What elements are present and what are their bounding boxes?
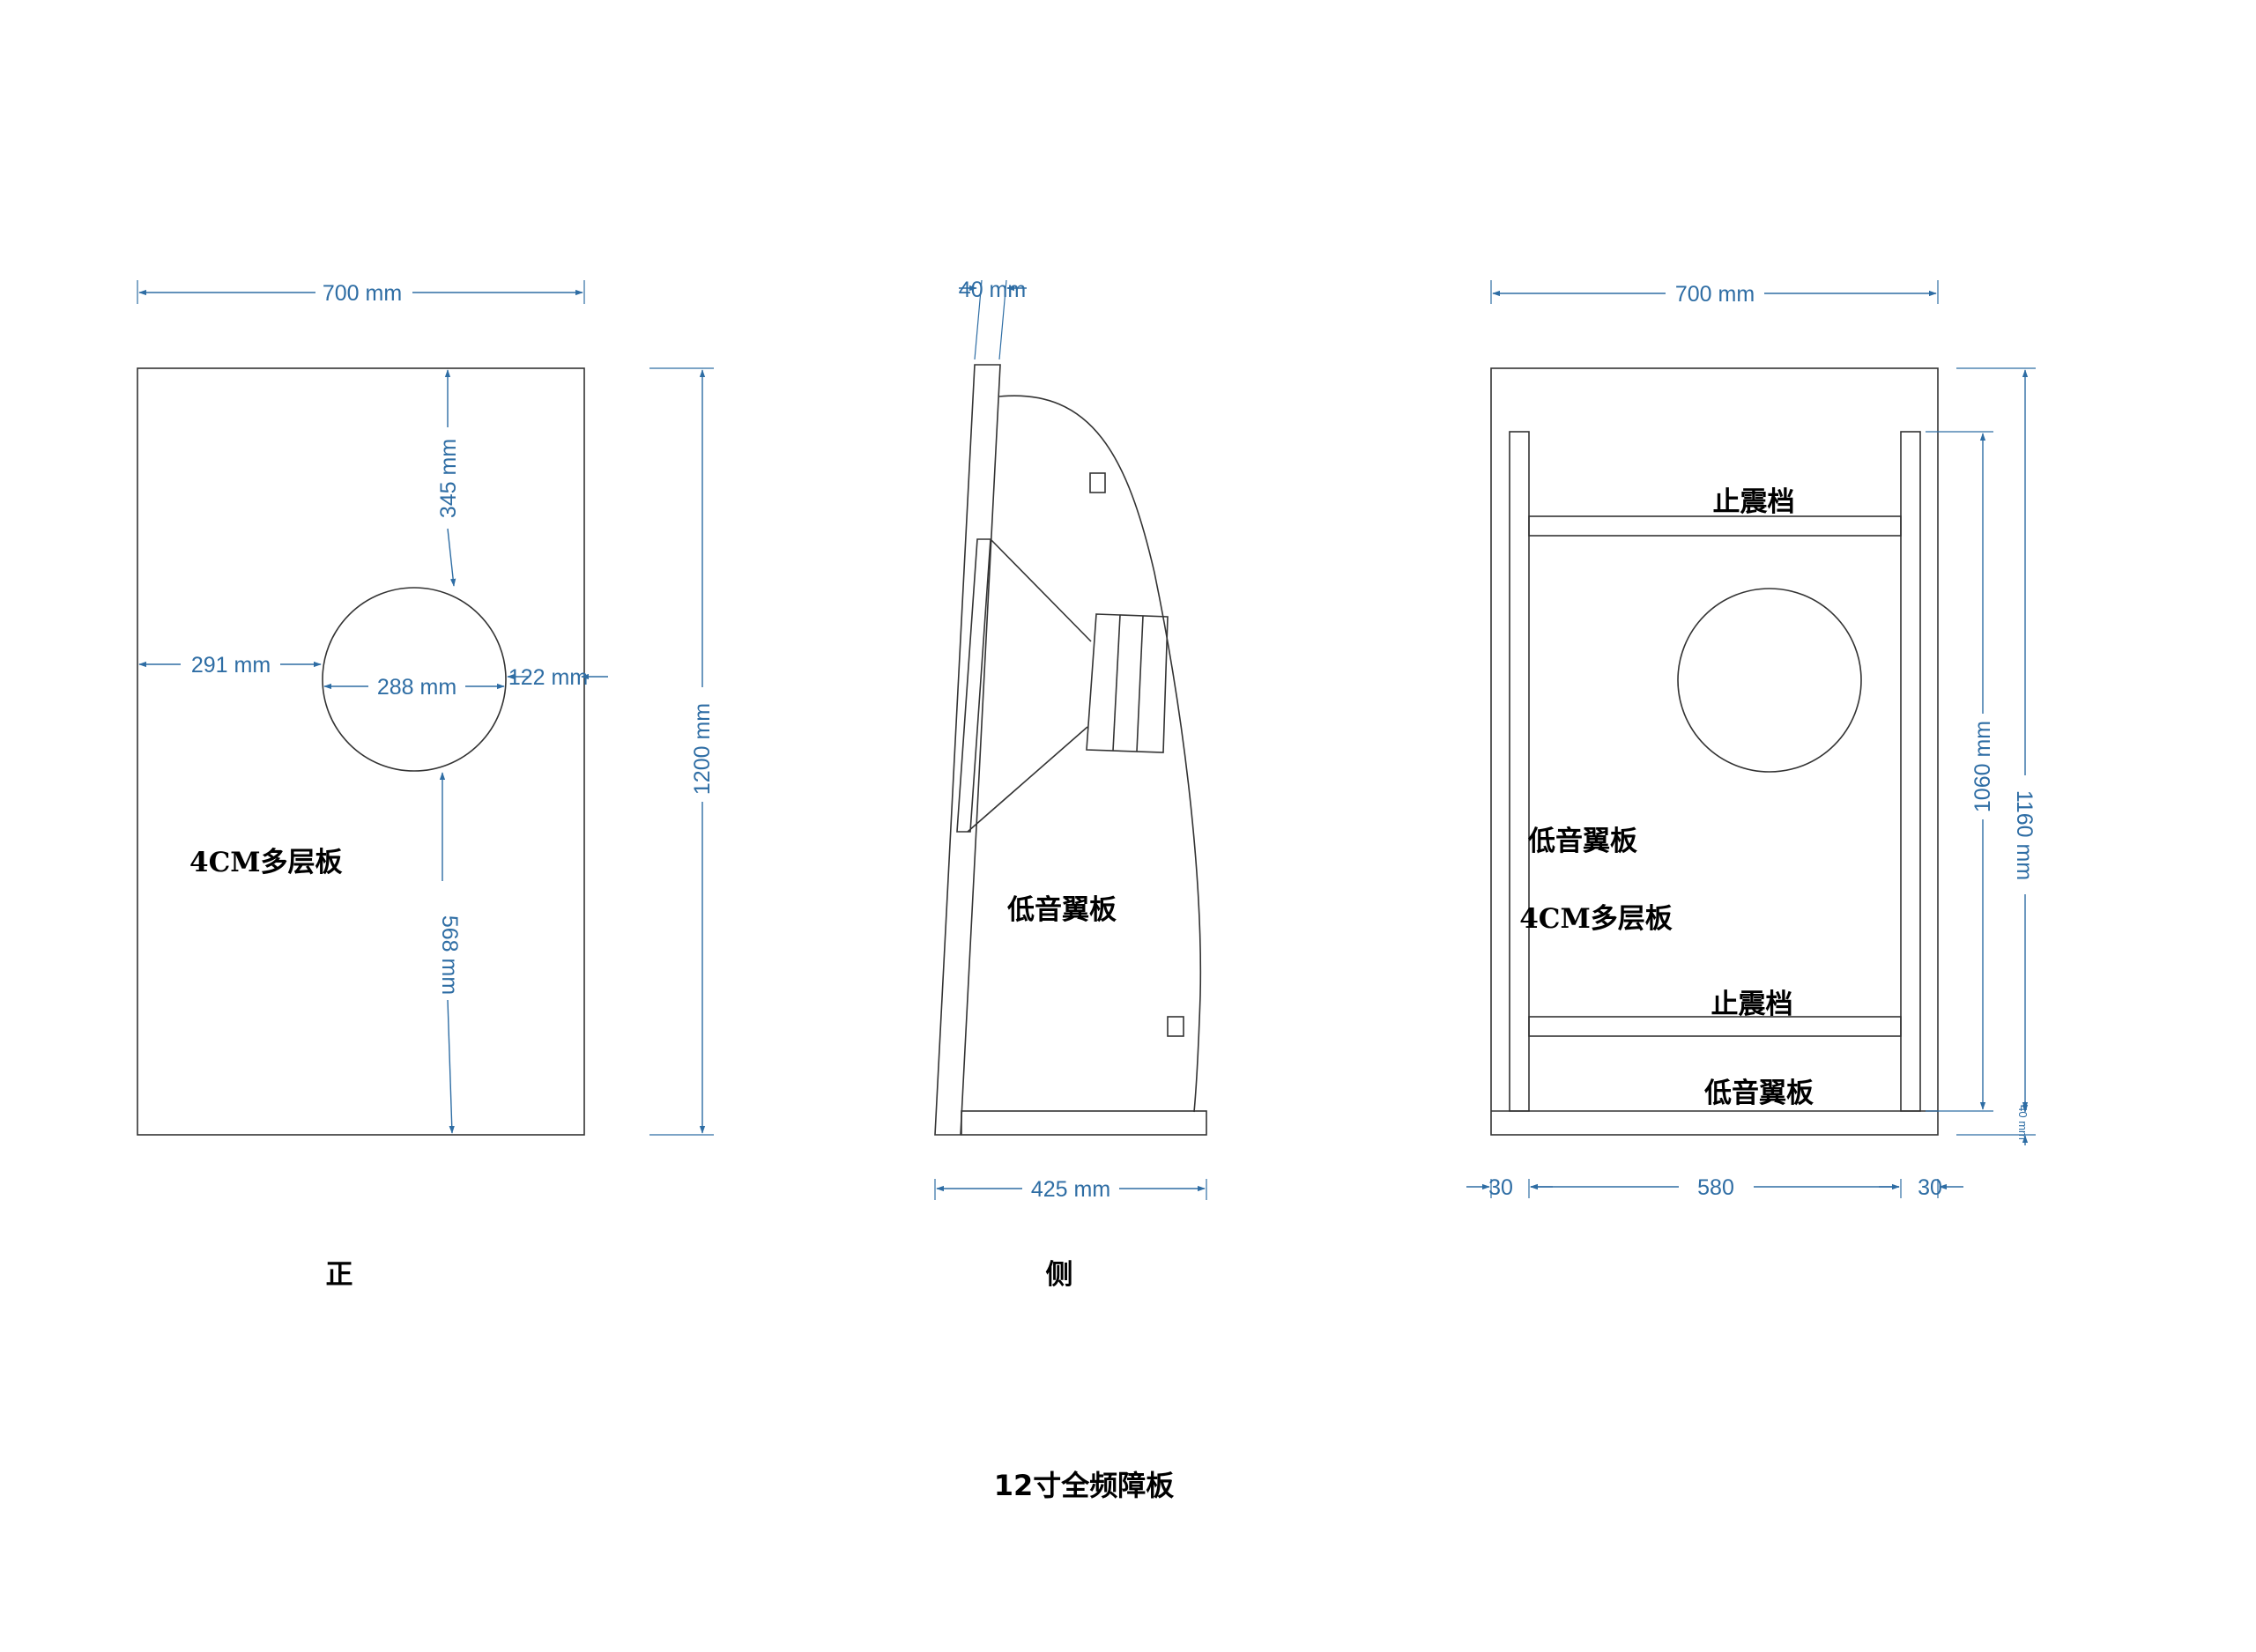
back-bottom-brace [1528, 1016, 1902, 1037]
back-width-dimension: 700 mm [1490, 280, 1939, 307]
side-depth-dimension: 425 mm [934, 1177, 1207, 1202]
side-block-bottom [1167, 1016, 1184, 1037]
back-wing-label-middle: 低音翼板 [1527, 826, 1637, 857]
side-bass-wing-profile [998, 395, 1202, 1113]
side-thickness-dimension: 40 mm [959, 278, 1027, 360]
back-view: 700 mm 1060 mm 1160 mm 40 mm [1466, 280, 2037, 1200]
front-height-dimension: 1200 mm [649, 367, 715, 1136]
back-wing-label-bottom: 低音翼板 [1703, 1078, 1814, 1109]
back-width-label: 700 mm [1675, 282, 1755, 307]
back-bottom-thickness-label: 40 mm [2016, 1105, 2030, 1140]
back-top-brace [1528, 515, 1902, 537]
side-depth-label: 425 mm [1031, 1177, 1110, 1202]
side-view: 40 mm 425 mm 低音翼板 侧 [934, 278, 1207, 1291]
side-view-caption: 侧 [1046, 1259, 1073, 1291]
side-driver-magnet [1086, 613, 1169, 753]
side-baffle-board [934, 364, 1001, 1136]
back-right-wing-board [1900, 431, 1921, 1112]
back-inner-height-label: 1060 mm [1970, 721, 1995, 812]
front-width-dimension: 700 mm [137, 280, 585, 306]
side-bottom-plate [961, 1110, 1207, 1136]
back-left-margin-label: 30 [1488, 1175, 1513, 1200]
side-wing-label: 低音翼板 [1006, 894, 1117, 926]
front-left-to-hole-dimension: 291 mm [138, 653, 322, 678]
back-bottom-brace-label: 止震档 [1711, 989, 1793, 1020]
front-driver-cutout [322, 587, 507, 772]
front-hole-to-right-dimension: 122 mm [507, 665, 608, 690]
back-bottom-thickness-dimension: 40 mm [2016, 1101, 2030, 1145]
back-inner-height-dimension: 1060 mm [1926, 431, 1995, 1112]
back-right-margin-label: 30 [1918, 1175, 1942, 1200]
back-left-wing-board [1509, 431, 1530, 1112]
front-width-label: 700 mm [323, 281, 402, 306]
front-material-label: 4CM多层板 [189, 847, 343, 878]
front-top-to-hole-label: 345 mm [436, 439, 461, 518]
front-hole-to-bottom-label: 568 mm [437, 915, 462, 995]
front-view-caption: 正 [326, 1259, 353, 1291]
front-hole-to-right-label: 122 mm [508, 665, 588, 690]
back-outer-height-label: 1160 mm [2012, 790, 2037, 880]
side-thickness-label: 40 mm [959, 278, 1026, 302]
side-driver-flange [956, 538, 991, 833]
side-block-top [1089, 472, 1106, 493]
back-panel-outline [1490, 367, 1939, 1136]
front-panel-outline [137, 367, 585, 1136]
front-hole-diameter-dimension: 288 mm [323, 675, 505, 700]
front-top-to-hole-dimension: 345 mm [436, 369, 461, 587]
back-top-brace-label: 止震档 [1713, 486, 1795, 518]
back-outer-height-dimension: 1160 mm [1956, 367, 2037, 1136]
back-material-label: 4CM多层板 [1519, 903, 1673, 935]
drawing-title: 12寸全频障板 [994, 1469, 1175, 1502]
front-view: 700 mm 1200 mm 345 mm 291 mm 288 mm [137, 280, 715, 1291]
front-left-to-hole-label: 291 mm [191, 653, 271, 678]
front-height-label: 1200 mm [690, 703, 715, 795]
back-driver-cutout [1677, 588, 1862, 773]
front-hole-diameter-label: 288 mm [377, 675, 456, 700]
back-bottom-width-dimensions: 30 580 30 [1466, 1175, 1963, 1200]
back-inner-width-label: 580 [1697, 1175, 1734, 1200]
front-hole-to-bottom-dimension: 568 mm [437, 772, 462, 1134]
